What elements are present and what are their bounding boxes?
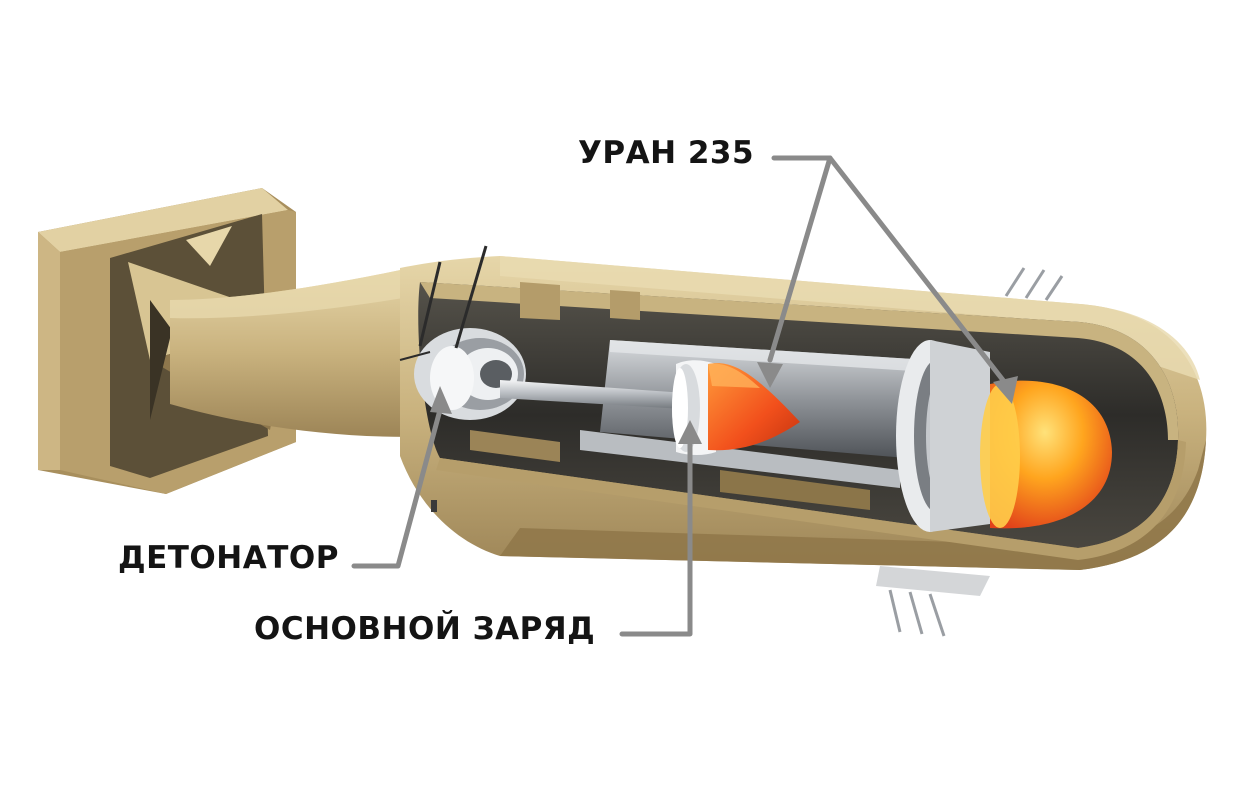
uranium-235-label: УРАН 235 (578, 135, 755, 171)
uranium-leader-2 (827, 155, 1009, 387)
detonator-assembly (399, 245, 526, 420)
projectile-rod (500, 380, 700, 410)
tail-cone (170, 268, 440, 437)
detonator-leader (351, 407, 443, 569)
uranium-target (980, 380, 1112, 529)
main-charge-arrowhead (678, 420, 702, 444)
uranium-arrowhead (757, 362, 783, 388)
leader-lines (351, 155, 1018, 637)
detonator-label: ДЕТОНАТОР (118, 540, 339, 576)
suspension-lugs (431, 267, 1064, 637)
main-charge-label: ОСНОВНОЙ ЗАРЯД (254, 611, 596, 647)
main-charge-leader (619, 437, 693, 637)
uranium-arrowhead-2 (993, 376, 1018, 404)
uranium-projectile (708, 363, 800, 451)
target-ring (896, 340, 990, 532)
detonator-arrowhead (430, 386, 452, 414)
